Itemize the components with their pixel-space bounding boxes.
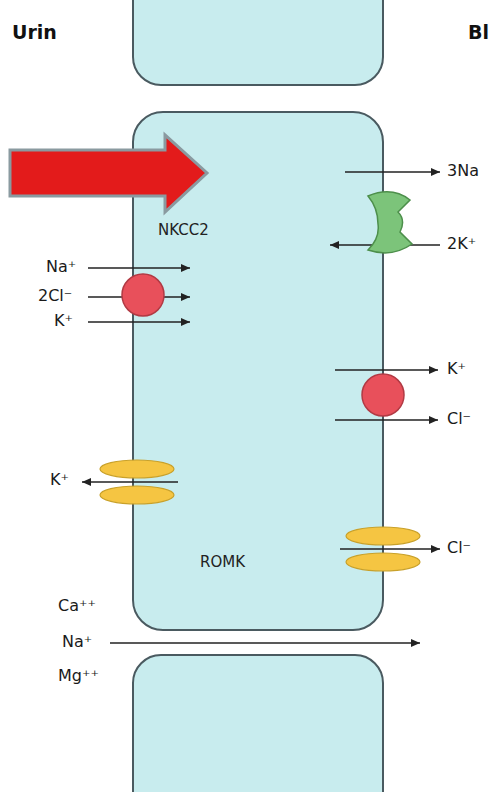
side-label: Bl xyxy=(468,20,489,44)
ion-label: Na⁺ xyxy=(46,257,76,277)
ion-label: K⁺ xyxy=(447,359,466,379)
pointer-arrow xyxy=(10,135,207,212)
neighbour-cell xyxy=(133,655,383,792)
cell-box: NKCC2ROMK xyxy=(133,112,383,630)
transporter-name: NKCC2 xyxy=(158,220,209,240)
ion-label: Cl⁻ xyxy=(447,409,471,429)
ion-label: 2Cl⁻ xyxy=(38,286,72,306)
flux-arrow xyxy=(82,481,178,483)
ion-label: K⁺ xyxy=(50,470,69,490)
channel-symbol xyxy=(346,527,420,545)
flux-arrow xyxy=(340,548,440,550)
ion-label: K⁺ xyxy=(54,311,73,331)
ion-label: Cl⁻ xyxy=(447,538,471,558)
transporter-name: ROMK xyxy=(200,552,245,572)
ion-label: 3Na xyxy=(447,161,479,181)
channel-symbol xyxy=(100,460,174,478)
ion-label: Mg⁺⁺ xyxy=(58,666,99,686)
side-label: Urin xyxy=(12,20,57,44)
flux-arrow xyxy=(335,369,438,371)
channel-symbol xyxy=(346,553,420,571)
flux-arrow xyxy=(335,419,438,421)
ion-label: Na⁺ xyxy=(62,632,92,652)
nkcc2-symbol xyxy=(122,274,164,316)
atpase-symbol xyxy=(368,192,412,253)
flux-arrow xyxy=(345,171,440,173)
ion-label: 2K⁺ xyxy=(447,234,476,254)
flux-arrow xyxy=(88,267,190,269)
channel-symbol xyxy=(100,486,174,504)
neighbour-cell xyxy=(133,0,383,85)
ion-label: Ca⁺⁺ xyxy=(58,596,96,616)
kcc-symbol xyxy=(362,374,404,416)
flux-arrow xyxy=(110,642,420,644)
flux-arrow xyxy=(88,321,190,323)
